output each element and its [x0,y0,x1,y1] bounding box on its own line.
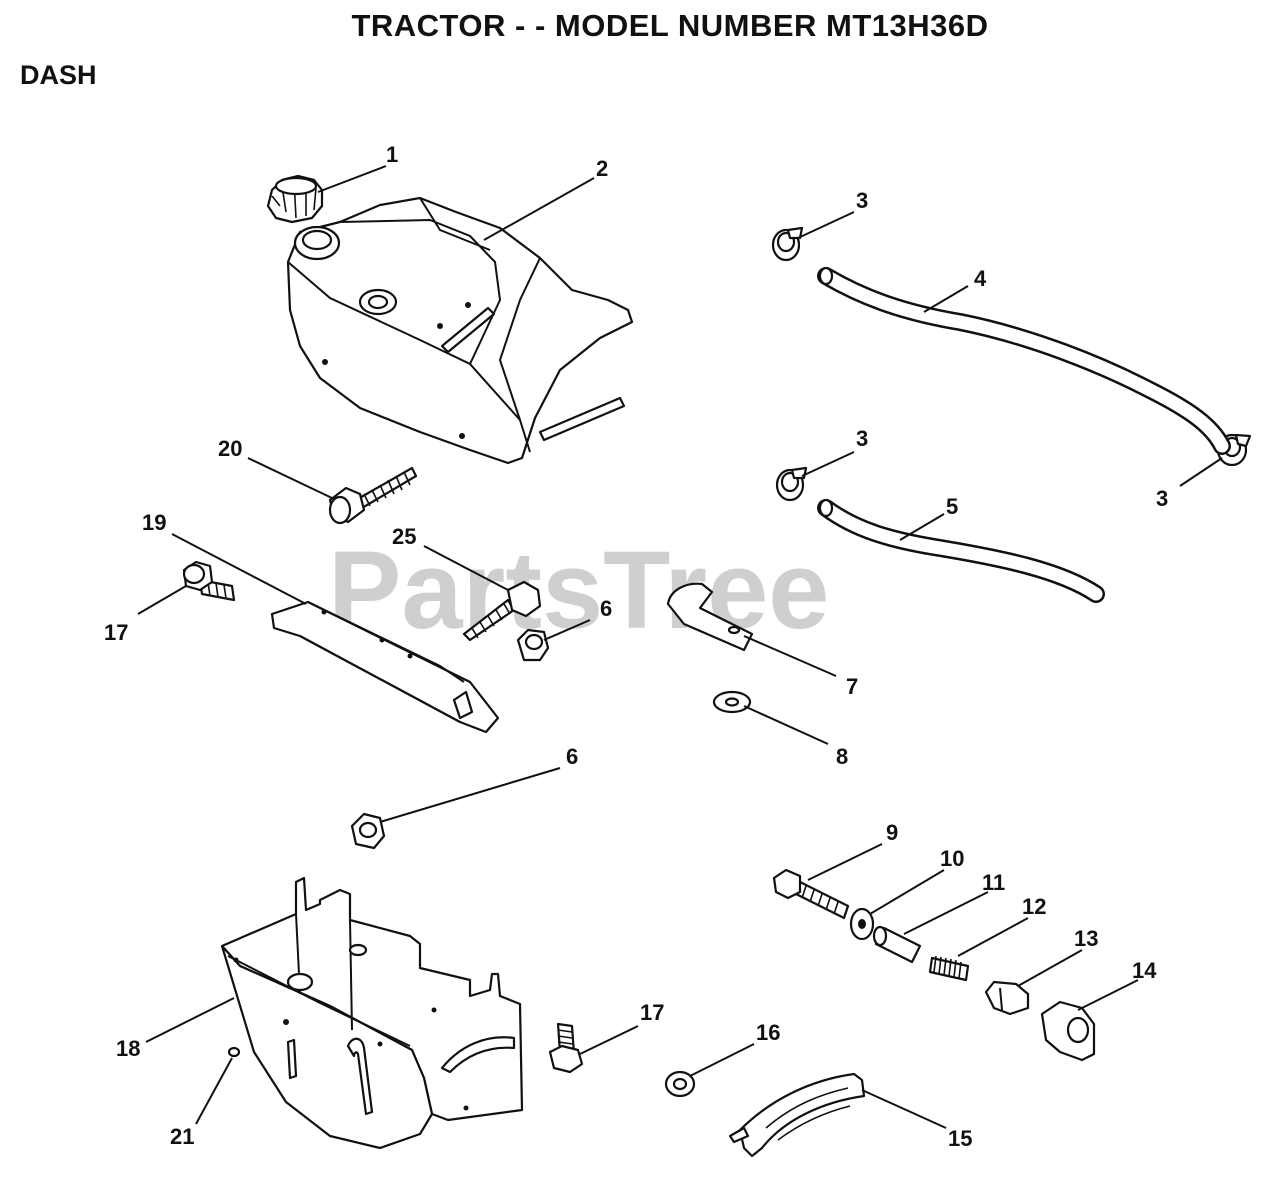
callout-4: 4 [974,266,987,291]
part-nut-6-top[interactable] [516,628,550,662]
callout-1: 1 [386,142,398,167]
part-fuel-hose-short[interactable] [817,498,1105,603]
part-screw-25[interactable] [462,580,542,642]
leader-lines [137,165,1223,1129]
part-spring-12[interactable] [928,955,970,982]
callout-17-lower: 17 [640,1000,664,1025]
part-screw-20[interactable] [328,466,418,525]
part-fuel-cap[interactable] [266,174,324,224]
callout-17-top: 17 [104,620,128,645]
callout-3-right: 3 [1156,486,1168,511]
callout-6-lower: 6 [566,744,578,769]
callout-14: 14 [1132,958,1157,983]
part-bolt-9[interactable] [772,868,850,920]
callout-3-top: 3 [856,188,868,213]
callout-16: 16 [756,1020,780,1045]
part-washer-8[interactable] [712,690,752,714]
callout-13: 13 [1074,926,1098,951]
callout-25: 25 [392,524,416,549]
callout-labels: 1 2 3 4 3 3 5 20 19 25 6 17 7 8 6 9 10 1… [104,142,1168,1151]
part-fuel-hose-long[interactable] [817,266,1231,455]
part-pin-21[interactable] [227,1046,241,1058]
part-throttle-quadrant-15[interactable] [728,1072,866,1158]
part-nut-16[interactable] [664,1070,696,1098]
part-hose-clamp-top[interactable] [771,226,804,262]
part-spacer-11[interactable] [872,925,922,964]
callout-11: 11 [982,870,1005,895]
callout-2: 2 [596,156,608,181]
callout-10: 10 [940,846,964,871]
callout-15: 15 [948,1126,972,1151]
part-bracket-14[interactable] [1040,1000,1096,1062]
part-bolt-17-lower[interactable] [548,1022,584,1074]
part-washer-10[interactable] [849,907,875,941]
part-fuel-tank[interactable] [286,196,634,465]
callout-7: 7 [846,674,858,699]
callout-12: 12 [1022,894,1046,919]
callout-8: 8 [836,744,848,769]
part-latch-13[interactable] [984,980,1030,1016]
callout-18: 18 [116,1036,140,1061]
part-dash-panel-18[interactable] [220,876,524,1150]
callout-9: 9 [886,820,898,845]
callout-5: 5 [946,494,958,519]
page-title: TRACTOR - - MODEL NUMBER MT13H36D [351,8,989,43]
section-title: DASH [20,60,97,90]
callout-19: 19 [142,510,166,535]
part-nut-6-lower[interactable] [350,812,386,850]
part-hose-clamp-middle[interactable] [775,466,808,502]
callout-6-top: 6 [600,596,612,621]
part-bracket-19[interactable] [270,600,500,734]
callout-20: 20 [218,436,242,461]
callout-21: 21 [170,1124,194,1149]
part-bolt-17-top[interactable] [182,560,236,602]
callout-3-middle: 3 [856,426,868,451]
